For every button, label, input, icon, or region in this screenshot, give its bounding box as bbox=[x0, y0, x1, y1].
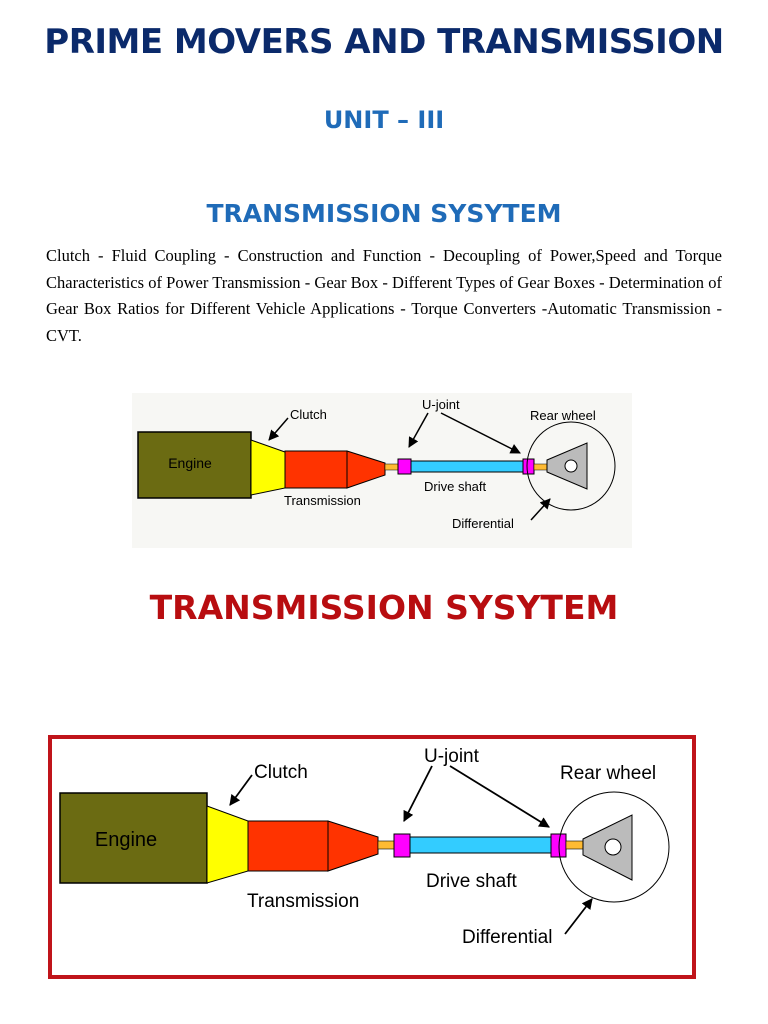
section-title-red: TRANSMISSION SYSYTEM bbox=[149, 588, 619, 627]
differential-arrow bbox=[530, 498, 551, 521]
drivetrain-diagram-small-svg: Engine Clutch Transmission U-joint Drive… bbox=[137, 397, 616, 531]
transmission-body bbox=[284, 450, 348, 489]
u-joint-rear bbox=[550, 833, 567, 858]
transmission-label: Transmission bbox=[284, 493, 361, 508]
differential-arrow bbox=[564, 898, 593, 935]
transmission-cone bbox=[346, 450, 386, 489]
section-title: TRANSMISSION SYSYTEM bbox=[206, 199, 562, 228]
u-joint-arrow-front bbox=[403, 765, 433, 822]
drivetrain-diagram-large: Engine Clutch Transmission U-joint Drive… bbox=[48, 735, 696, 979]
u-joint-front bbox=[397, 458, 412, 475]
transmission-label: Transmission bbox=[247, 891, 359, 912]
drivetrain-diagram-small: Engine Clutch Transmission U-joint Drive… bbox=[132, 393, 632, 548]
engine-label: Engine bbox=[95, 829, 157, 851]
u-joint-arrow-rear bbox=[440, 412, 521, 454]
differential-label: Differential bbox=[462, 927, 552, 948]
stub-shaft-front bbox=[384, 463, 399, 471]
engine-block bbox=[137, 431, 252, 499]
transmission-cone bbox=[327, 820, 379, 872]
syllabus-description: Clutch - Fluid Coupling - Construction a… bbox=[46, 246, 722, 345]
rear-wheel-label: Rear wheel bbox=[530, 408, 596, 423]
clutch-shape bbox=[250, 439, 286, 496]
drive-shaft bbox=[410, 460, 524, 473]
drive-shaft-label: Drive shaft bbox=[426, 871, 518, 892]
clutch-label: Clutch bbox=[290, 407, 327, 422]
rear-wheel-label: Rear wheel bbox=[560, 763, 656, 784]
u-joint-label: U-joint bbox=[424, 746, 480, 767]
clutch-arrow bbox=[229, 774, 253, 806]
clutch-arrow bbox=[268, 417, 289, 441]
drivetrain-diagram-large-svg: Engine Clutch Transmission U-joint Drive… bbox=[59, 746, 670, 948]
engine-label: Engine bbox=[168, 455, 212, 471]
transmission-body bbox=[247, 820, 329, 872]
clutch-shape bbox=[206, 805, 249, 884]
stub-shaft-rear bbox=[533, 463, 548, 471]
u-joint-arrow-front bbox=[408, 412, 429, 448]
differential-label: Differential bbox=[452, 516, 514, 531]
u-joint-arrow-rear bbox=[449, 765, 550, 828]
rear-wheel-circle bbox=[558, 791, 670, 903]
unit-title: UNIT – III bbox=[323, 106, 445, 134]
drive-shaft bbox=[409, 836, 552, 854]
differential-hole bbox=[564, 459, 578, 473]
u-joint-rear bbox=[522, 458, 535, 475]
u-joint-front bbox=[393, 833, 411, 858]
drive-shaft-label: Drive shaft bbox=[424, 479, 487, 494]
stub-shaft-front bbox=[377, 840, 395, 850]
u-joint-label: U-joint bbox=[422, 397, 460, 412]
stub-shaft-rear bbox=[565, 840, 584, 850]
page-title: PRIME MOVERS AND TRANSMISSION bbox=[44, 22, 724, 62]
rear-wheel-circle bbox=[526, 421, 616, 511]
differential-hole bbox=[604, 838, 622, 856]
clutch-label: Clutch bbox=[254, 762, 308, 783]
